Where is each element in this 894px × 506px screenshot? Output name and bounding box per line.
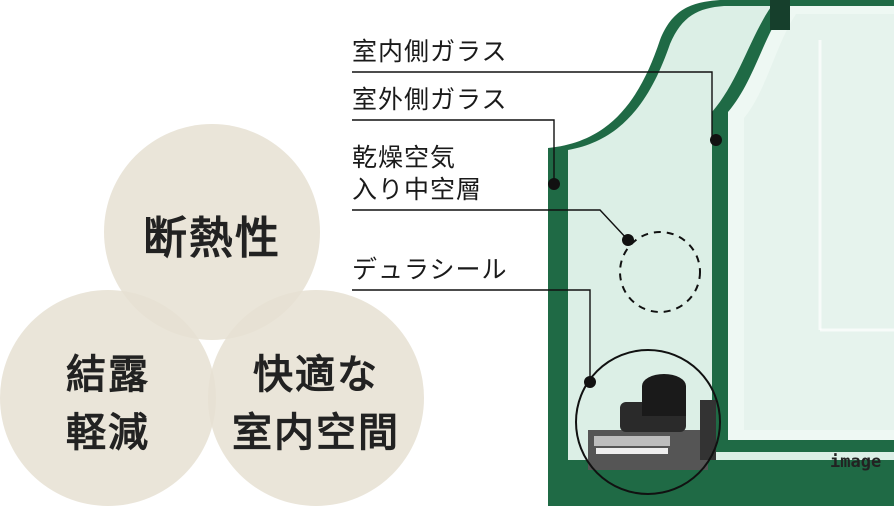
leader-dot-air-layer (622, 234, 634, 246)
label-inner-glass: 室内側ガラス (352, 37, 508, 66)
label-outer-glass: 室外側ガラス (352, 85, 508, 114)
leader-outer-glass (352, 119, 555, 184)
venn-label-top: 断熱性 (143, 213, 281, 264)
label-air-layer-line1: 乾燥空気 (352, 143, 457, 172)
leader-dot-seal (584, 376, 596, 388)
leader-air-layer (352, 209, 629, 241)
label-air-layer: 乾燥空気 入り中空層 (352, 142, 482, 206)
venn-label-right-line1: 快適な (253, 352, 379, 398)
leader-seal (352, 289, 591, 382)
label-seal: デュラシール (352, 255, 508, 284)
seal-detail-circle (575, 349, 721, 495)
air-layer-dashed-circle (619, 231, 701, 313)
venn-label-right: 快適な 室内空間 (222, 346, 410, 462)
venn-circle-left (0, 290, 216, 506)
inner-glass-pane (712, 0, 894, 452)
venn-circle-top (104, 124, 320, 340)
leader-dot-inner-glass (710, 134, 722, 146)
venn-circle-right (208, 290, 424, 506)
venn-label-left-line1: 結露 (66, 352, 150, 398)
dura-seal (588, 374, 716, 470)
leader-inner-glass (352, 71, 713, 140)
label-air-layer-line2: 入り中空層 (352, 175, 483, 204)
venn-label-left-line2: 軽減 (66, 410, 150, 456)
venn-label-left: 結露 軽減 (38, 346, 178, 462)
leader-lines (352, 71, 713, 382)
image-caption: image (830, 452, 882, 472)
venn-diagram (0, 124, 424, 506)
leader-dot-outer-glass (548, 178, 560, 190)
venn-label-right-line2: 室内空間 (232, 410, 400, 456)
